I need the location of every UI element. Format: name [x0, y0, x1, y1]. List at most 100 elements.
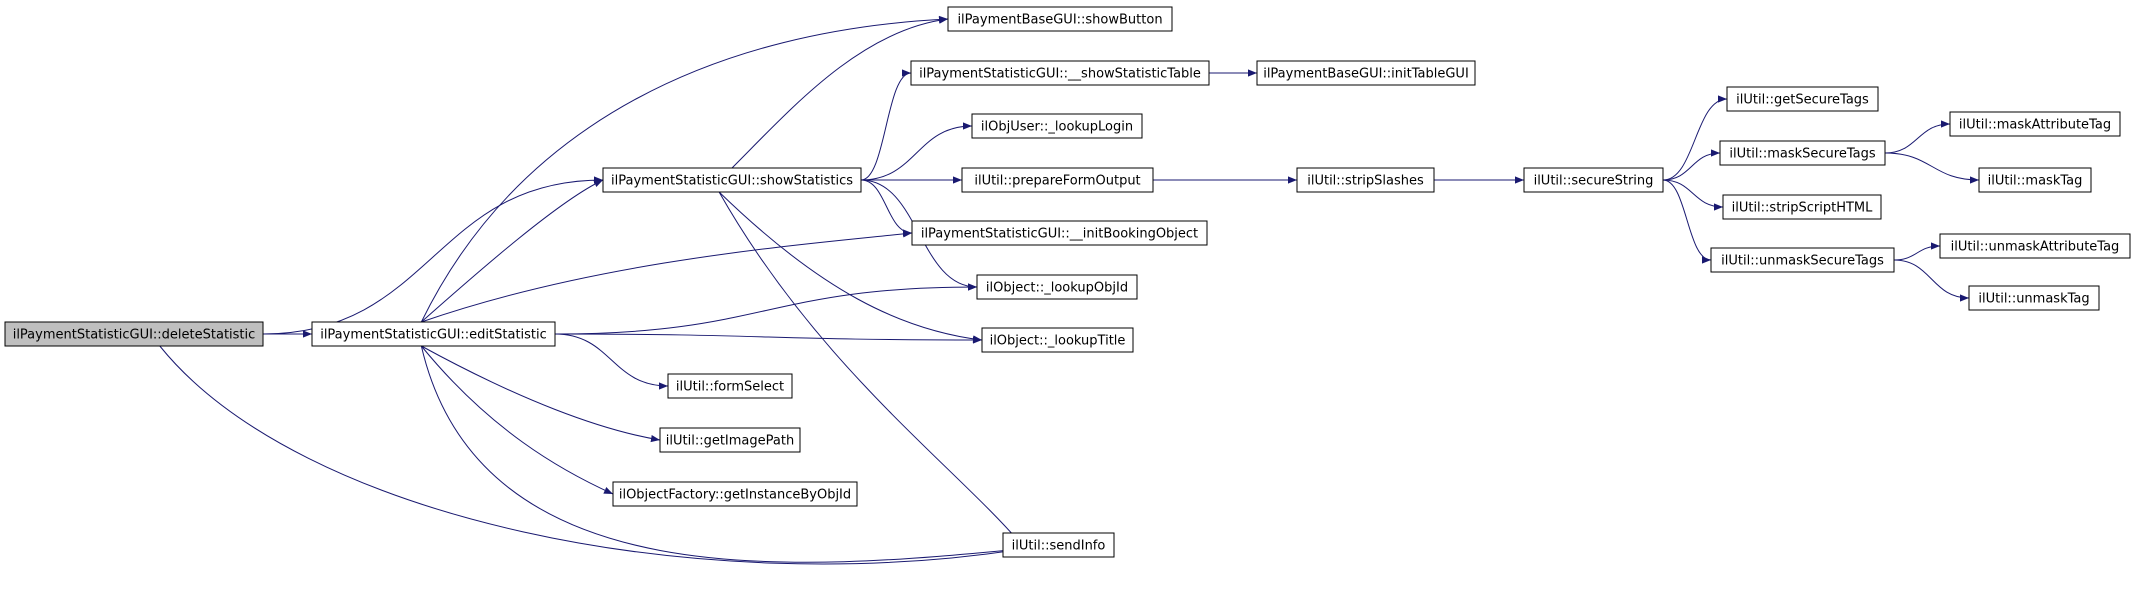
- node-label: ilPaymentStatisticGUI::showStatistics: [611, 174, 853, 189]
- node-editStatistic[interactable]: ilPaymentStatisticGUI::editStatistic: [311, 321, 556, 347]
- node-initBookingObject[interactable]: ilPaymentStatisticGUI::__initBookingObje…: [911, 220, 1208, 246]
- node-maskAttributeTag[interactable]: ilUtil::maskAttributeTag: [1949, 111, 2121, 137]
- edge-showStatistics-to-showStatisticTable: [860, 69, 912, 181]
- node-box: [971, 113, 1143, 139]
- node-label: ilUtil::prepareFormOutput: [974, 174, 1140, 189]
- node-label: ilObject::_lookupTitle: [990, 334, 1126, 349]
- edge-deleteStatistic-to-sendInfo: [159, 345, 1026, 565]
- node-label: ilUtil::sendInfo: [1012, 539, 1106, 554]
- edge-secureString-to-maskSecureTags: [1662, 149, 1721, 181]
- node-showStatistics[interactable]: ilPaymentStatisticGUI::showStatistics: [602, 167, 862, 193]
- node-unmaskAttributeTag[interactable]: ilUtil::unmaskAttributeTag: [1939, 233, 2131, 259]
- node-label: ilPaymentStatisticGUI::__showStatisticTa…: [919, 67, 1201, 82]
- edge-editStatistic-to-formSelect: [554, 333, 669, 390]
- node-box: [911, 220, 1208, 246]
- node-maskTag[interactable]: ilUtil::maskTag: [1978, 167, 2092, 193]
- node-box: [1523, 167, 1664, 193]
- edge-editStatistic-to-showStatistics: [421, 179, 604, 323]
- node-box: [1002, 532, 1115, 558]
- node-sendInfo[interactable]: ilUtil::sendInfo: [1002, 532, 1115, 558]
- edge-showStatistics-to-lookupTitle: [718, 191, 983, 343]
- edge-unmaskSecureTags-to-unmaskAttributeTag: [1893, 242, 1941, 261]
- node-label: ilObject::_lookupObjId: [986, 281, 1128, 296]
- node-label: ilUtil::stripSlashes: [1307, 174, 1424, 189]
- node-unmaskTag[interactable]: ilUtil::unmaskTag: [1968, 285, 2100, 311]
- node-label: ilUtil::stripScriptHTML: [1732, 201, 1874, 216]
- edge-editStatistic-to-showButton: [420, 15, 949, 323]
- node-box: [947, 6, 1173, 32]
- node-stripSlashes[interactable]: ilUtil::stripSlashes: [1296, 167, 1435, 193]
- node-box: [910, 60, 1210, 86]
- node-unmaskSecureTags[interactable]: ilUtil::unmaskSecureTags: [1710, 247, 1895, 273]
- node-box: [1726, 86, 1879, 112]
- node-box: [1296, 167, 1435, 193]
- node-box: [1968, 285, 2100, 311]
- node-box: [976, 274, 1138, 300]
- edge-editStatistic-to-lookupTitle: [554, 333, 983, 344]
- node-label: ilUtil::formSelect: [676, 380, 784, 395]
- node-label: ilPaymentBaseGUI::showButton: [957, 13, 1162, 28]
- edge-editStatistic-to-lookupObjId: [554, 283, 978, 335]
- node-box: [1722, 194, 1882, 220]
- node-box: [311, 321, 556, 347]
- node-showStatisticTable[interactable]: ilPaymentStatisticGUI::__showStatisticTa…: [910, 60, 1210, 86]
- node-label: ilUtil::getSecureTags: [1736, 93, 1869, 108]
- node-getInstanceByObjId[interactable]: ilObjectFactory::getInstanceByObjId: [612, 481, 858, 507]
- node-label: ilPaymentStatisticGUI::deleteStatistic: [13, 328, 256, 343]
- edge-secureString-to-getSecureTags: [1662, 95, 1728, 181]
- node-box: [4, 321, 264, 347]
- node-formSelect[interactable]: ilUtil::formSelect: [667, 373, 793, 399]
- node-box: [612, 481, 858, 507]
- edge-deleteStatistic-to-showStatistics: [262, 176, 604, 335]
- node-box: [659, 427, 801, 453]
- node-showButton[interactable]: ilPaymentBaseGUI::showButton: [947, 6, 1173, 32]
- edge-editStatistic-to-sendInfo: [420, 345, 1026, 563]
- node-label: ilPaymentBaseGUI::initTableGUI: [1263, 67, 1469, 82]
- edge-secureString-to-stripScriptHTML: [1662, 179, 1724, 211]
- node-box: [1256, 60, 1476, 86]
- node-box: [667, 373, 793, 399]
- node-label: ilUtil::getImagePath: [666, 434, 794, 449]
- edge-editStatistic-to-getImagePath: [421, 345, 661, 443]
- node-label: ilUtil::unmaskSecureTags: [1721, 254, 1884, 269]
- edge-showStatistics-to-sendInfo: [718, 191, 1026, 549]
- node-box: [1978, 167, 2092, 193]
- edge-unmaskSecureTags-to-unmaskTag: [1893, 259, 1970, 302]
- node-deleteStatistic[interactable]: ilPaymentStatisticGUI::deleteStatistic: [4, 321, 264, 347]
- node-box: [1939, 233, 2131, 259]
- node-box: [1949, 111, 2121, 137]
- node-label: ilPaymentStatisticGUI::__initBookingObje…: [921, 227, 1198, 242]
- node-label: ilUtil::unmaskTag: [1978, 292, 2089, 307]
- node-getImagePath[interactable]: ilUtil::getImagePath: [659, 427, 801, 453]
- edge-showStatistics-to-showButton: [731, 16, 949, 169]
- node-secureString[interactable]: ilUtil::secureString: [1523, 167, 1664, 193]
- edge-secureString-to-unmaskSecureTags: [1662, 179, 1712, 264]
- node-label: ilUtil::unmaskAttributeTag: [1951, 240, 2120, 255]
- node-stripScriptHTML[interactable]: ilUtil::stripScriptHTML: [1722, 194, 1882, 220]
- node-lookupLogin[interactable]: ilObjUser::_lookupLogin: [971, 113, 1143, 139]
- node-box: [602, 167, 862, 193]
- edge-showStatistics-to-initBookingObject: [860, 179, 913, 237]
- node-box: [1710, 247, 1895, 273]
- node-lookupObjId[interactable]: ilObject::_lookupObjId: [976, 274, 1138, 300]
- node-lookupTitle[interactable]: ilObject::_lookupTitle: [981, 327, 1134, 353]
- node-label: ilObjUser::_lookupLogin: [981, 120, 1133, 135]
- node-box: [1719, 140, 1886, 166]
- node-box: [981, 327, 1134, 353]
- edge-maskSecureTags-to-maskAttributeTag: [1884, 120, 1951, 154]
- node-getSecureTags[interactable]: ilUtil::getSecureTags: [1726, 86, 1879, 112]
- edge-maskSecureTags-to-maskTag: [1884, 152, 1980, 184]
- node-box: [961, 167, 1154, 193]
- node-label: ilUtil::maskTag: [1988, 174, 2083, 189]
- edge-editStatistic-to-getInstanceByObjId: [420, 345, 614, 495]
- node-label: ilUtil::maskSecureTags: [1729, 147, 1875, 162]
- node-label: ilPaymentStatisticGUI::editStatistic: [320, 328, 547, 343]
- node-maskSecureTags[interactable]: ilUtil::maskSecureTags: [1719, 140, 1886, 166]
- node-label: ilObjectFactory::getInstanceByObjId: [619, 488, 851, 503]
- node-initTableGUI[interactable]: ilPaymentBaseGUI::initTableGUI: [1256, 60, 1476, 86]
- edge-showStatistics-to-lookupLogin: [860, 122, 973, 181]
- edge-editStatistic-to-initBookingObject: [421, 230, 913, 323]
- node-prepareFormOutput[interactable]: ilUtil::prepareFormOutput: [961, 167, 1154, 193]
